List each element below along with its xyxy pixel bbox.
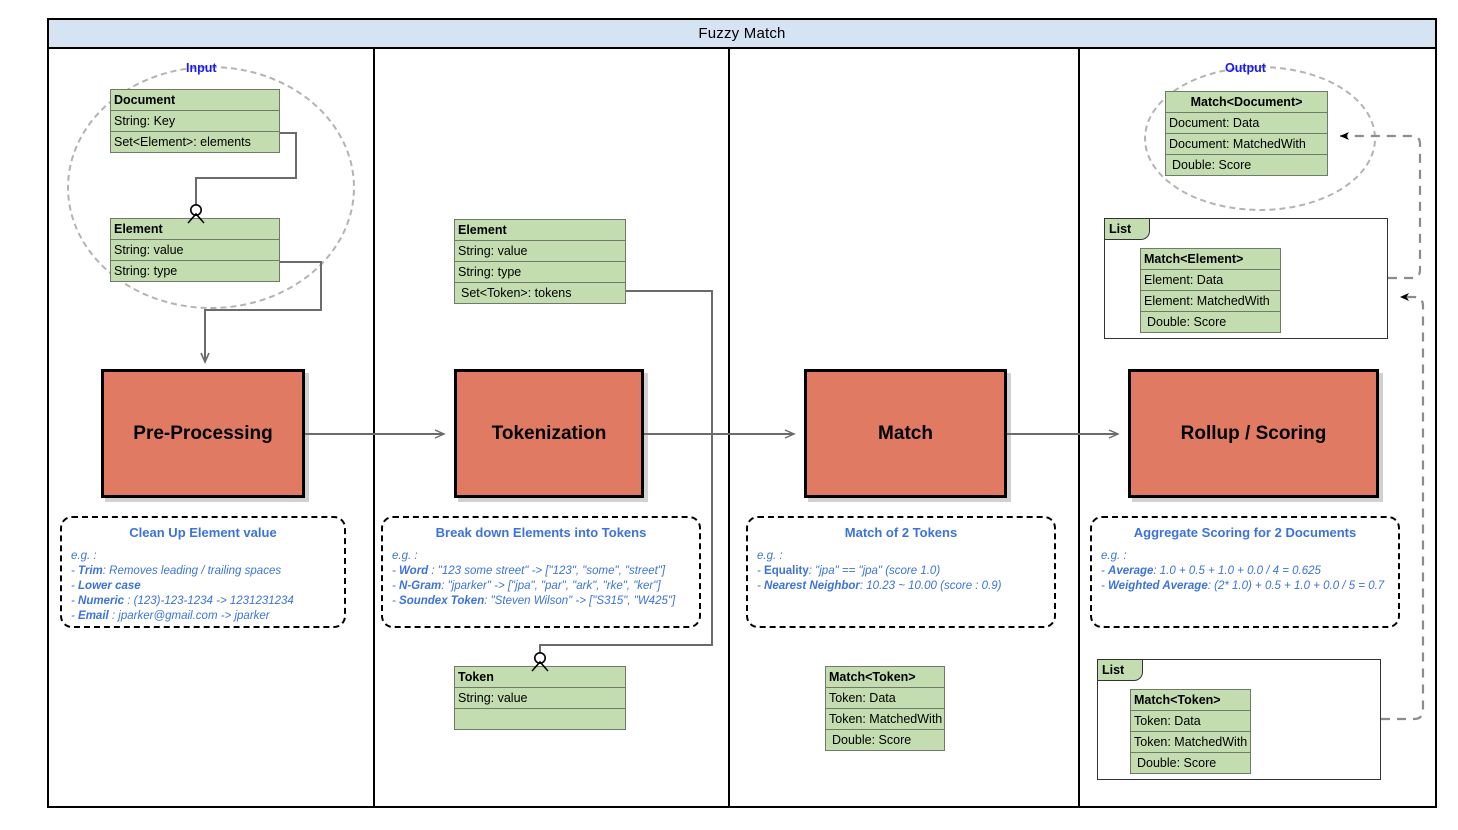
class-match-token-col4-attr-1: Token: MatchedWith	[1131, 732, 1250, 753]
class-match-element-header: Match<Element>	[1141, 249, 1280, 270]
list-match-element-tab: List	[1104, 218, 1150, 240]
note-0-title: Clean Up Element value	[129, 525, 277, 540]
process-tokenization[interactable]: Tokenization	[454, 369, 644, 498]
list-match-token-tab: List	[1097, 659, 1143, 681]
note-break-down-elements-into-tokens: Break down Elements into Tokens e.g. : -…	[381, 516, 701, 628]
class-match-token-col4: Match<Token> Token: Data Token: MatchedW…	[1130, 689, 1251, 774]
class-element-mid-attr-1: String: type	[455, 262, 625, 283]
note-0-items: - Trim: Removes leading / trailing space…	[71, 564, 335, 624]
note-0-item-2: - Numeric : (123)-123-1234 -> 1231231234	[71, 594, 294, 607]
output-group-label: Output	[1225, 61, 1266, 75]
class-match-token-col4-header: Match<Token>	[1131, 690, 1250, 711]
class-element-left-header: Element	[111, 219, 279, 240]
note-0-item-3: - Email : jparker@gmail.com -> jparker	[71, 609, 270, 622]
note-1-item-2: - Soundex Token: "Steven Wilson" -> ["S3…	[392, 594, 676, 607]
note-2-title: Match of 2 Tokens	[844, 525, 958, 540]
note-1-eg: e.g. :	[392, 550, 418, 562]
process-rollup-scoring[interactable]: Rollup / Scoring	[1128, 369, 1379, 498]
note-clean-up-element-value: Clean Up Element value e.g. : - Trim: Re…	[60, 516, 346, 628]
note-3-title: Aggregate Scoring for 2 Documents	[1133, 525, 1357, 540]
lane-divider-2	[728, 49, 730, 806]
note-0-item-1: - Lower case	[71, 579, 141, 592]
process-match[interactable]: Match	[804, 369, 1007, 498]
note-3-item-0: - Average: 1.0 + 0.5 + 1.0 + 0.0 / 4 = 0…	[1101, 564, 1321, 577]
class-match-token-col4-attr-2: Double: Score	[1137, 756, 1217, 770]
class-match-token-col3-attr-2: Double: Score	[832, 733, 912, 747]
class-match-element-attr-1: Element: MatchedWith	[1141, 291, 1280, 312]
class-document: Document String: Key Set<Element>: eleme…	[110, 89, 280, 153]
class-match-element: Match<Element> Element: Data Element: Ma…	[1140, 248, 1281, 333]
class-document-header: Document	[111, 90, 279, 111]
class-match-element-attr-2: Double: Score	[1147, 315, 1227, 329]
class-token: Token String: value	[454, 666, 626, 730]
class-match-token-col3: Match<Token> Token: Data Token: MatchedW…	[825, 666, 945, 751]
class-element-left-attr-1: String: type	[114, 264, 178, 278]
note-3-eg: e.g. :	[1101, 550, 1127, 562]
class-element-mid-header: Element	[455, 220, 625, 241]
class-document-attr-1: Set<Element>: elements	[114, 135, 251, 149]
note-2-eg: e.g. :	[757, 550, 783, 562]
input-group-label: Input	[186, 61, 217, 75]
class-match-document-header: Match<Document>	[1166, 92, 1327, 113]
class-element-left-attr-0: String: value	[111, 240, 279, 261]
note-2-items: - Equality: "jpa" == "jpa" (score 1.0) -…	[757, 564, 1045, 594]
class-match-document: Match<Document> Document: Data Document:…	[1165, 91, 1328, 176]
class-match-document-attr-2: Double: Score	[1172, 158, 1252, 172]
note-1-item-1: - N-Gram: "jparker" -> ["jpa", "par", "a…	[392, 579, 661, 592]
lane-divider-3	[1078, 49, 1080, 806]
note-3-items: - Average: 1.0 + 0.5 + 1.0 + 0.0 / 4 = 0…	[1101, 564, 1389, 594]
note-1-title: Break down Elements into Tokens	[435, 525, 647, 540]
note-1-items: - Word : "123 some street" -> ["123", "s…	[392, 564, 690, 609]
process-pre-processing[interactable]: Pre-Processing	[101, 369, 305, 498]
class-element-mid-attr-2: Set<Token>: tokens	[461, 286, 572, 300]
class-match-token-col4-attr-0: Token: Data	[1131, 711, 1250, 732]
class-match-token-col3-header: Match<Token>	[826, 667, 944, 688]
note-0-item-0: - Trim: Removes leading / trailing space…	[71, 564, 282, 577]
class-match-element-attr-0: Element: Data	[1141, 270, 1280, 291]
note-2-item-1: - Nearest Neighbor: 10.23 ~ 10.00 (score…	[757, 579, 1002, 592]
class-match-token-col3-attr-0: Token: Data	[826, 688, 944, 709]
class-element-mid-attr-0: String: value	[455, 241, 625, 262]
class-match-token-col3-attr-1: Token: MatchedWith	[826, 709, 944, 730]
class-element-mid: Element String: value String: type Set<T…	[454, 219, 626, 304]
note-1-item-0: - Word : "123 some street" -> ["123", "s…	[392, 564, 666, 577]
class-element-left: Element String: value String: type	[110, 218, 280, 282]
diagram-title: Fuzzy Match	[49, 20, 1435, 49]
note-aggregate-scoring: Aggregate Scoring for 2 Documents e.g. :…	[1090, 516, 1400, 628]
class-token-attr-0: String: value	[455, 688, 625, 709]
class-document-attr-0: String: Key	[111, 111, 279, 132]
class-match-document-attr-1: Document: MatchedWith	[1166, 134, 1327, 155]
class-match-document-attr-0: Document: Data	[1166, 113, 1327, 134]
lane-divider-1	[373, 49, 375, 806]
class-token-attr-1	[455, 709, 625, 730]
note-match-of-2-tokens: Match of 2 Tokens e.g. : - Equality: "jp…	[746, 516, 1056, 628]
note-0-eg: e.g. :	[71, 550, 97, 562]
class-token-header: Token	[455, 667, 625, 688]
note-2-item-0: - Equality: "jpa" == "jpa" (score 1.0)	[757, 564, 941, 577]
note-3-item-1: - Weighted Average: (2* 1.0) + 0.5 + 1.0…	[1101, 579, 1385, 592]
